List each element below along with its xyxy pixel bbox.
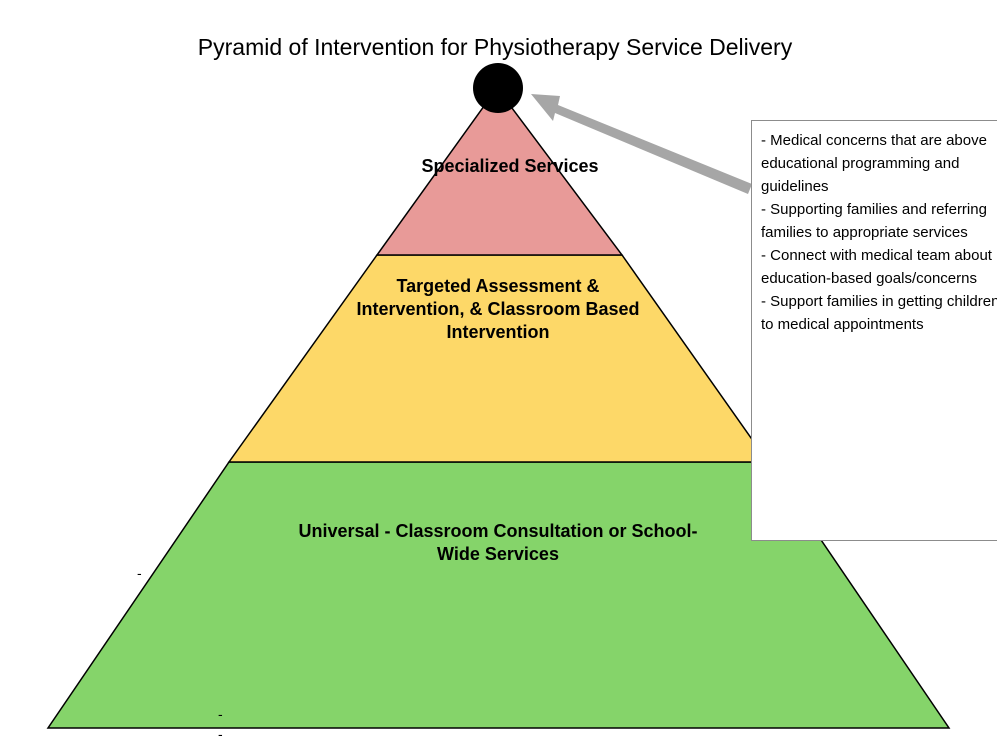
pointer-arrow	[531, 94, 752, 194]
tier-specialized	[375, 86, 624, 256]
tier-label-universal: Universal - Classroom Consultation or Sc…	[298, 521, 698, 564]
stray-dash-mark: -	[218, 726, 223, 742]
apex-marker	[473, 63, 523, 113]
stray-dash-mark: -	[218, 706, 223, 722]
notes-box: - Medical concerns that are above educat…	[751, 120, 997, 541]
tier-label-targeted: Targeted Assessment & Intervention, & Cl…	[356, 276, 640, 342]
notes-list: - Medical concerns that are above educat…	[752, 121, 997, 336]
note-item: - Medical concerns that are above educat…	[761, 132, 987, 195]
note-item: - Support families in getting children t…	[761, 293, 997, 333]
diagram-title: Pyramid of Intervention for Physiotherap…	[197, 34, 793, 60]
note-item: - Supporting families and referring fami…	[761, 201, 987, 241]
stray-dash-mark: -	[137, 565, 142, 581]
tier-label-specialized: Specialized Services	[421, 156, 599, 176]
note-item: - Connect with medical team about educat…	[761, 247, 992, 287]
